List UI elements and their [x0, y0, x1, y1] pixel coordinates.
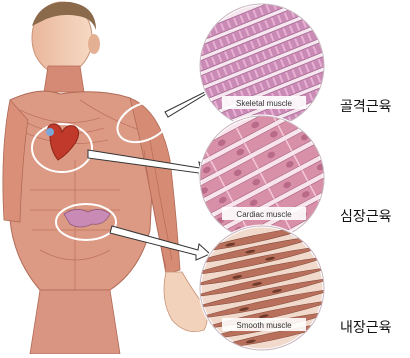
smooth-caption: Smooth muscle [236, 321, 292, 330]
cardiac-label: 심장근육 [340, 206, 392, 226]
skeletal-label: 골격근육 [340, 96, 392, 116]
smooth-muscle-panel: Smooth muscle [181, 221, 344, 354]
skeletal-caption: Skeletal muscle [236, 99, 293, 108]
smooth-label: 내장근육 [340, 317, 392, 337]
human-figure [3, 2, 207, 354]
cardiac-caption: Cardiac muscle [236, 210, 292, 219]
